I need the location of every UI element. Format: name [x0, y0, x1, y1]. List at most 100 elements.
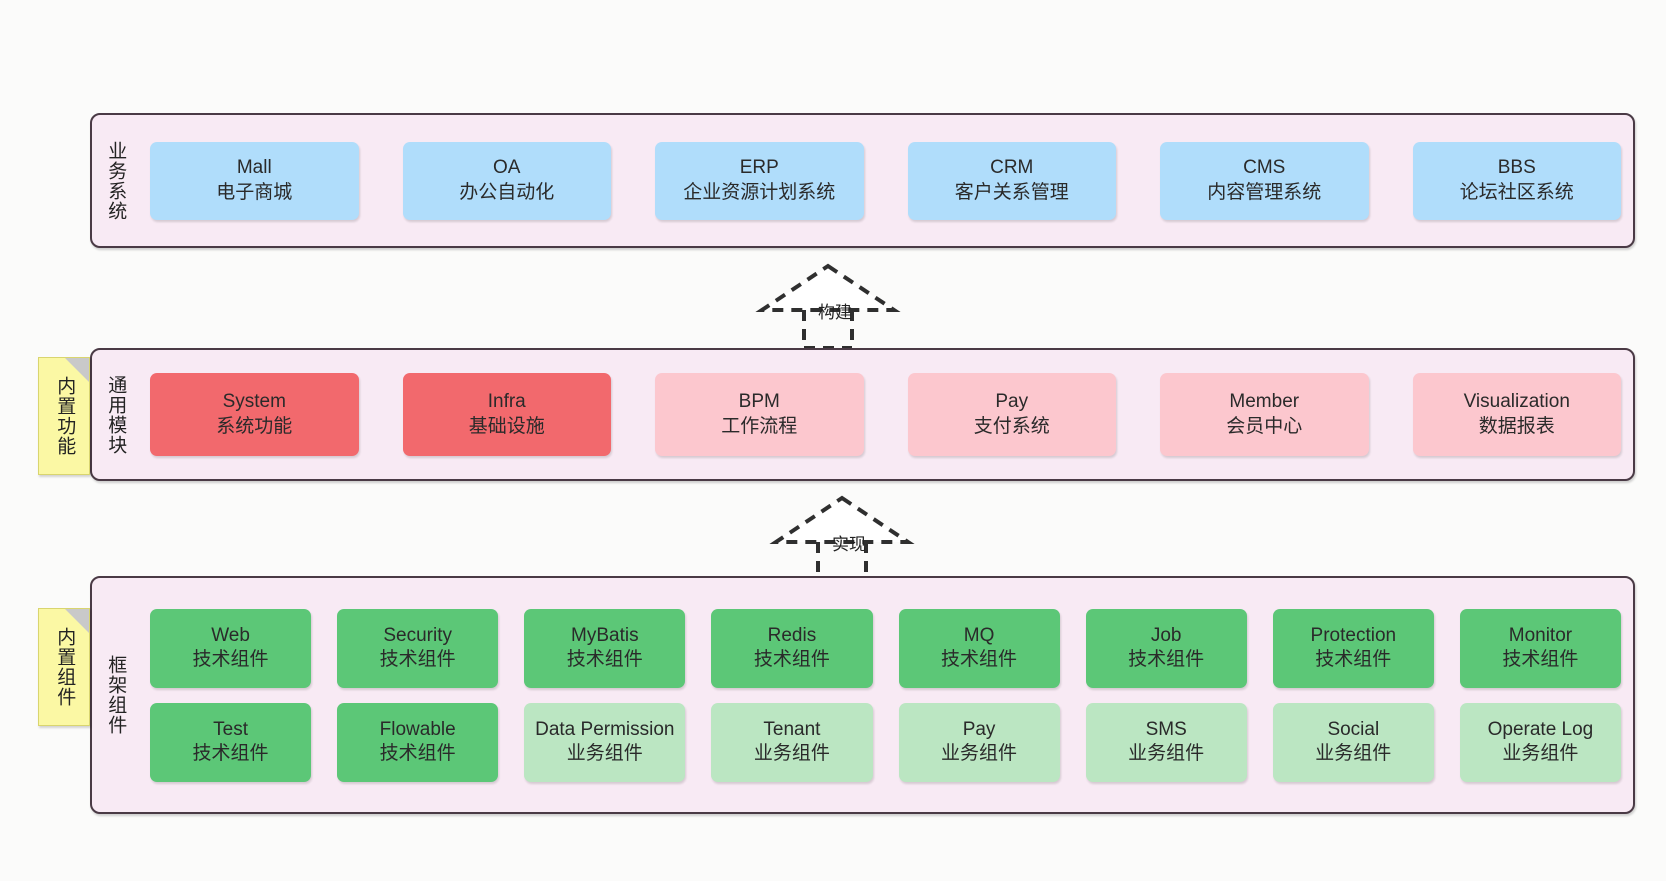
module-card-title: Social: [1327, 718, 1380, 740]
module-card[interactable]: MyBatis 技术组件: [524, 608, 686, 688]
arrow-head-triangle: [769, 495, 915, 544]
module-card-title: MyBatis: [571, 624, 639, 646]
module-card-title: OA: [493, 157, 521, 179]
connector-build-label: 构建: [818, 303, 852, 322]
module-card-subtitle: 技术组件: [379, 649, 456, 670]
module-card-title: Pay: [962, 718, 996, 740]
module-card-title: SMS: [1145, 718, 1187, 740]
module-card[interactable]: Job 技术组件: [1085, 608, 1247, 688]
module-card-title: System: [222, 391, 286, 413]
module-card-subtitle: 技术组件: [566, 649, 643, 670]
module-card-subtitle: 基础设施: [468, 415, 545, 437]
module-card[interactable]: Monitor 技术组件: [1459, 608, 1621, 688]
module-card-subtitle: 技术组件: [753, 649, 830, 670]
module-card-title: Web: [211, 624, 250, 646]
note-builtin-function-text: 内置功能: [54, 376, 76, 456]
module-card[interactable]: Tenant 业务组件: [711, 702, 873, 782]
module-card-title: Tenant: [763, 718, 821, 740]
module-card-subtitle: 技术组件: [1502, 649, 1579, 670]
module-card-title: Security: [383, 624, 452, 646]
module-card-subtitle: 业务组件: [566, 743, 643, 764]
module-card-subtitle: 业务组件: [1128, 743, 1205, 764]
layer-framework-component-label: 框架组件: [105, 655, 127, 735]
module-card-title: Test: [213, 718, 248, 740]
module-card-title: Operate Log: [1487, 718, 1594, 740]
module-card-subtitle: 内容管理系统: [1207, 181, 1322, 203]
module-card-subtitle: 业务组件: [1502, 743, 1579, 764]
module-card[interactable]: SMS 业务组件: [1085, 702, 1247, 782]
module-card[interactable]: Web 技术组件: [150, 608, 312, 688]
module-card-title: Pay: [995, 391, 1029, 413]
module-card[interactable]: Data Permission 业务组件: [524, 702, 686, 782]
module-card[interactable]: Protection 技术组件: [1272, 608, 1434, 688]
module-card-title: Protection: [1310, 624, 1397, 646]
module-card-title: BPM: [738, 391, 780, 413]
note-builtin-component-text: 内置组件: [54, 627, 76, 707]
module-card-subtitle: 企业资源计划系统: [683, 181, 836, 203]
module-card-title: Monitor: [1508, 624, 1573, 646]
connector-build: 构建: [755, 262, 901, 350]
module-card-subtitle: 会员中心: [1226, 415, 1303, 437]
module-card-title: Redis: [767, 624, 817, 646]
module-card-title: Flowable: [379, 718, 456, 740]
module-card-subtitle: 系统功能: [216, 415, 293, 437]
module-card-title: ERP: [739, 157, 779, 179]
module-card-title: MQ: [963, 624, 995, 646]
module-card-subtitle: 技术组件: [941, 649, 1018, 670]
module-card[interactable]: Redis 技术组件: [711, 608, 873, 688]
module-card-title: CMS: [1243, 157, 1286, 179]
module-card[interactable]: Operate Log 业务组件: [1459, 702, 1621, 782]
module-card-subtitle: 业务组件: [753, 743, 830, 764]
module-card-subtitle: 办公自动化: [459, 181, 555, 203]
module-card-subtitle: 技术组件: [1128, 649, 1205, 670]
module-card-subtitle: 论坛社区系统: [1459, 181, 1574, 203]
module-card[interactable]: Security 技术组件: [337, 608, 499, 688]
module-card-subtitle: 技术组件: [1315, 649, 1392, 670]
module-card-title: Visualization: [1463, 391, 1570, 413]
module-card-subtitle: 支付系统: [973, 415, 1050, 437]
module-card-title: Member: [1229, 391, 1300, 413]
module-card-subtitle: 客户关系管理: [954, 181, 1069, 203]
module-card-title: BBS: [1497, 157, 1536, 179]
connector-implement-label: 实现: [832, 535, 866, 554]
layer-business-system-label: 业务系统: [105, 140, 127, 221]
module-card[interactable]: MQ 技术组件: [898, 608, 1060, 688]
module-card-subtitle: 数据报表: [1478, 415, 1555, 437]
module-card-title: Data Permission: [535, 718, 675, 740]
note-builtin-function: 内置功能: [38, 357, 90, 475]
arrow-head-triangle: [755, 263, 901, 312]
module-card-title: CRM: [990, 157, 1034, 179]
module-card-title: Job: [1150, 624, 1182, 646]
layer-common-module-label: 通用模块: [105, 374, 127, 455]
module-card-title: Infra: [487, 391, 526, 413]
note-builtin-component: 内置组件: [38, 608, 90, 726]
module-card-subtitle: 技术组件: [192, 649, 269, 670]
note-fold-corner-icon: [65, 609, 89, 633]
module-card-subtitle: 电子商城: [216, 181, 293, 203]
